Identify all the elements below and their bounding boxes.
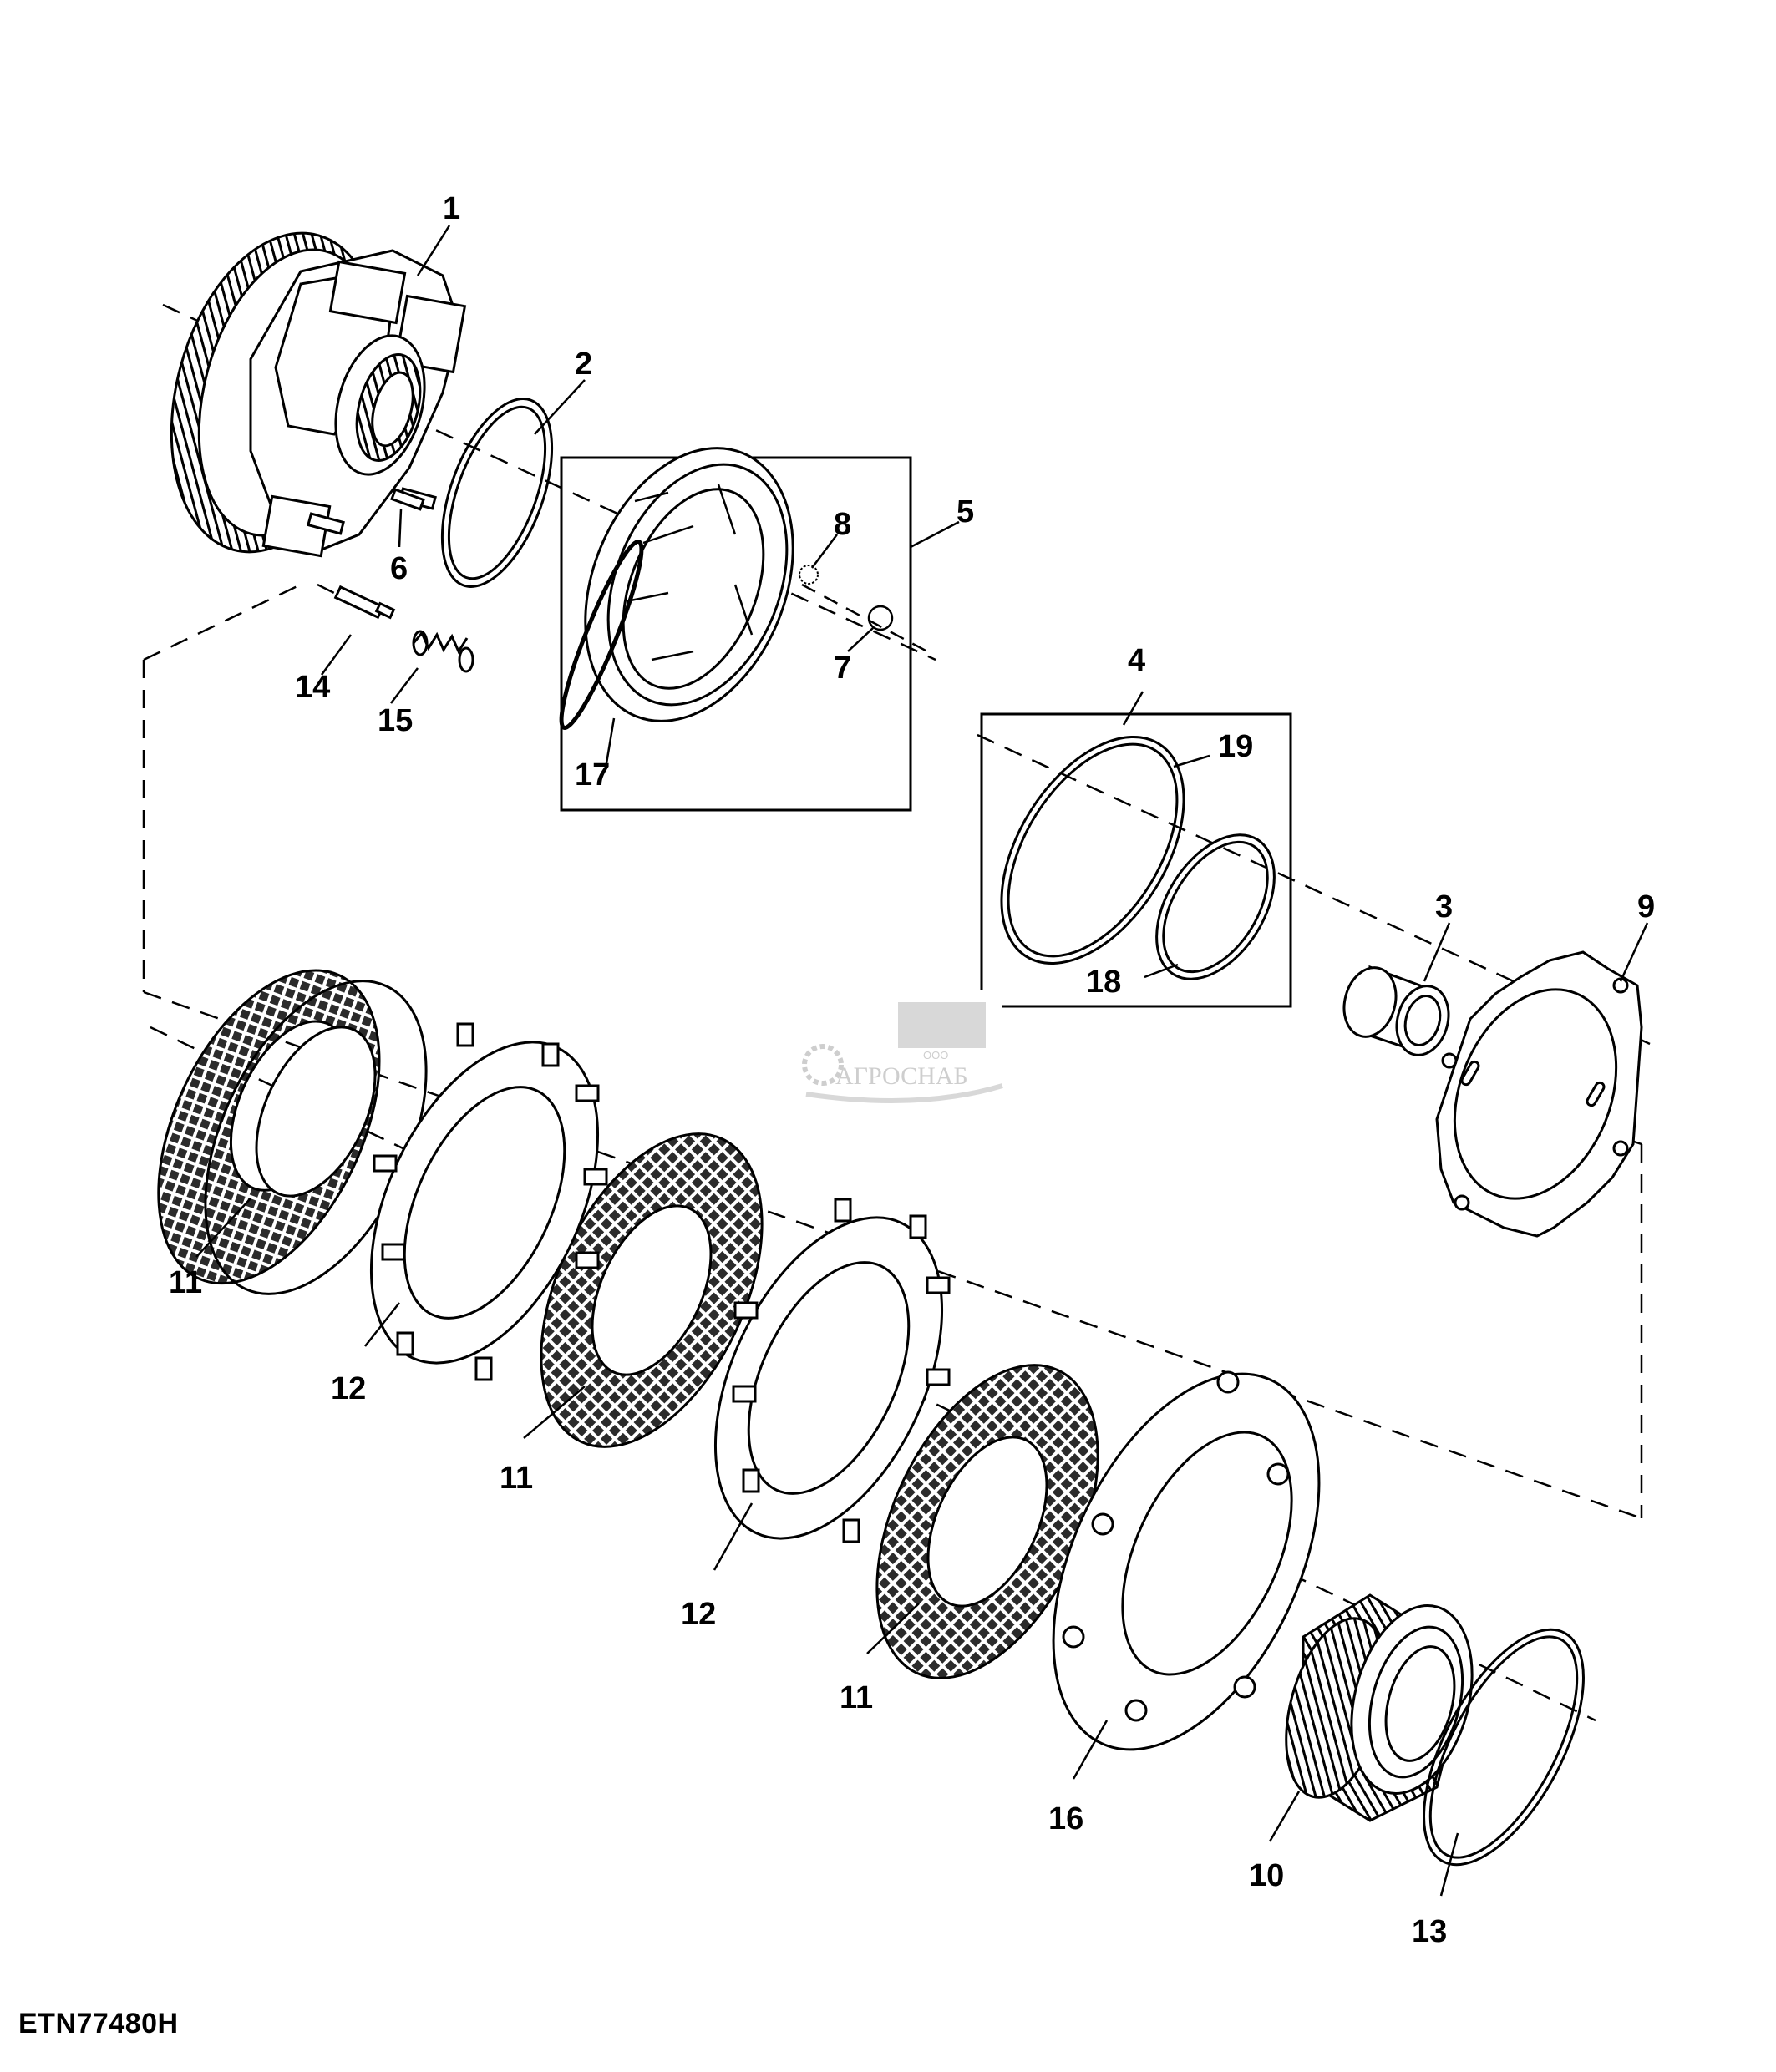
tractor-watermark-icon xyxy=(898,1002,986,1048)
axis-small-parts xyxy=(801,583,928,653)
callout-12-b: 12 xyxy=(681,1597,716,1632)
callout-5: 5 xyxy=(957,494,974,529)
watermark-prefix: ООО xyxy=(923,1049,948,1061)
part-8-valve xyxy=(799,565,819,585)
part-15-spring xyxy=(412,630,474,673)
part-14-pin xyxy=(333,585,396,620)
part-16-pressure-plate xyxy=(1052,1370,1321,1751)
watermark: ООО АГРОСНАБ xyxy=(802,1002,1003,1103)
part-11-friction-disc-c xyxy=(875,1364,1099,1679)
callout-7: 7 xyxy=(834,651,851,686)
gear-watermark-icon xyxy=(802,1044,844,1086)
part-11-friction-disc-a xyxy=(157,969,428,1295)
callout-8: 8 xyxy=(834,507,851,542)
part-12-separator-plate-a xyxy=(369,1022,608,1381)
part-9-backing-plate xyxy=(1435,950,1643,1238)
callout-12-a: 12 xyxy=(331,1371,366,1406)
callout-3: 3 xyxy=(1435,889,1453,925)
callout-16: 16 xyxy=(1048,1801,1083,1836)
part-2-o-ring xyxy=(440,398,554,588)
callout-9: 9 xyxy=(1637,889,1655,925)
callout-1: 1 xyxy=(443,191,460,226)
callout-11-b: 11 xyxy=(500,1461,533,1496)
figure-id: ETN77480H xyxy=(18,2008,179,2039)
leader-lines xyxy=(195,225,1649,1897)
callout-13: 13 xyxy=(1412,1914,1447,1949)
callout-labels: 1 2 3 4 5 6 7 8 9 10 11 11 11 12 12 13 1… xyxy=(169,191,1655,1949)
part-10-clutch-hub xyxy=(1285,1593,1474,1822)
part-1-gear-hub xyxy=(170,231,467,558)
part-3-bushing xyxy=(1342,965,1450,1056)
callout-19: 19 xyxy=(1218,729,1253,764)
callout-15: 15 xyxy=(378,703,413,738)
part-13-snap-ring xyxy=(1423,1628,1585,1867)
watermark-brand: АГРОСНАБ xyxy=(835,1062,968,1090)
callout-10: 10 xyxy=(1249,1858,1284,1893)
part-17-piston xyxy=(559,447,794,730)
callout-6: 6 xyxy=(390,551,408,586)
callout-2: 2 xyxy=(575,347,592,382)
callout-17: 17 xyxy=(575,757,610,793)
part-12-separator-plate-b xyxy=(713,1198,951,1543)
callout-4: 4 xyxy=(1128,643,1145,678)
part-6-pin xyxy=(390,488,425,511)
part-19-seal-ring xyxy=(1000,736,1185,965)
part-18-seal-ring xyxy=(1155,833,1276,980)
callout-14: 14 xyxy=(295,670,330,705)
callout-18: 18 xyxy=(1086,965,1121,1000)
part-11-friction-disc-b xyxy=(540,1132,764,1448)
callout-11-a: 11 xyxy=(169,1265,202,1300)
callout-11-c: 11 xyxy=(840,1680,873,1715)
kit-box-4 xyxy=(980,712,1292,1008)
